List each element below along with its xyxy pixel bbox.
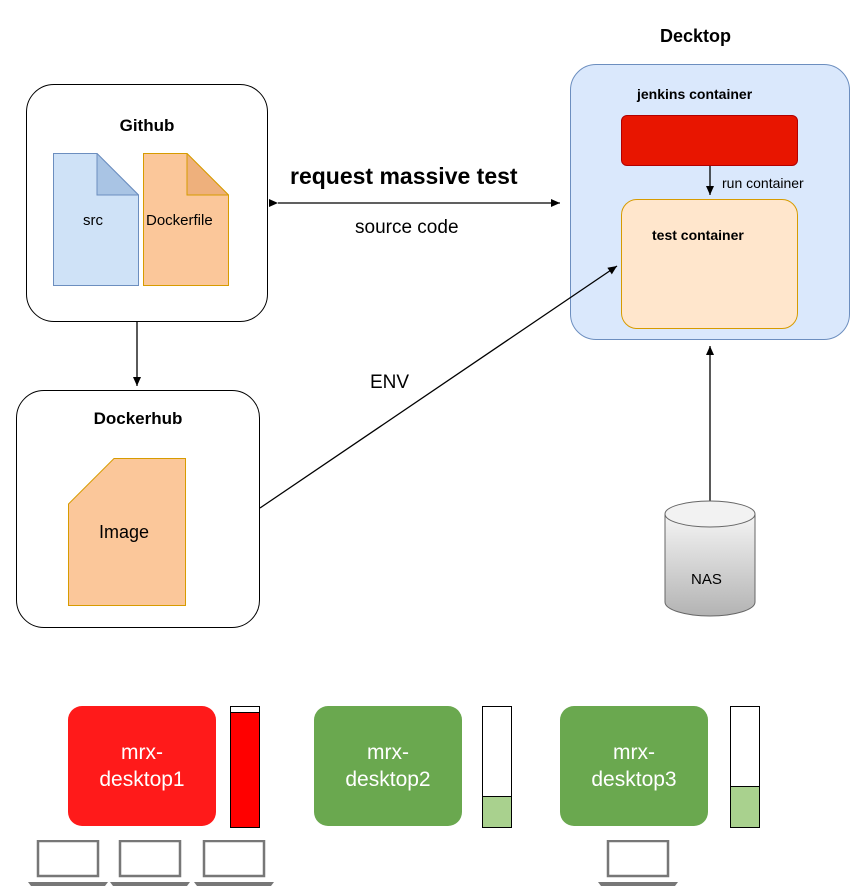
laptop-icon bbox=[194, 840, 274, 886]
dockerfile-file-label: Dockerfile bbox=[146, 212, 213, 229]
machine-desktop3: mrx-desktop3 bbox=[560, 706, 708, 826]
laptop-icon bbox=[598, 840, 678, 886]
desktop-heading: Decktop bbox=[660, 26, 732, 46]
env-arrow bbox=[259, 265, 618, 509]
usage-bar-desktop3 bbox=[730, 706, 760, 828]
dockerfile-file-icon bbox=[143, 153, 229, 286]
dockerhub-title: Dockerhub bbox=[93, 409, 183, 428]
test-container bbox=[621, 199, 798, 329]
src-file-icon bbox=[53, 153, 139, 286]
laptop-icon bbox=[28, 840, 108, 886]
image-file-icon bbox=[68, 458, 186, 606]
source-code-label: source code bbox=[355, 217, 459, 238]
usage-fill-desktop1 bbox=[231, 712, 259, 827]
env-label: ENV bbox=[370, 372, 410, 393]
usage-bar-desktop2 bbox=[482, 706, 512, 828]
machine-name-line1: mrx- bbox=[613, 740, 655, 764]
request-label: request massive test bbox=[290, 163, 518, 189]
usage-bar-desktop1 bbox=[230, 706, 260, 828]
image-label: Image bbox=[99, 522, 150, 542]
jenkins-title: jenkins container bbox=[637, 86, 753, 102]
machine-name-line1: mrx- bbox=[367, 740, 409, 764]
machine-name-line2: desktop1 bbox=[99, 768, 185, 791]
run-container-label: run container bbox=[722, 175, 804, 191]
machine-name-line2: desktop2 bbox=[345, 768, 431, 791]
src-file-label: src bbox=[83, 212, 103, 229]
github-title: Github bbox=[119, 116, 175, 135]
jenkins-container-bar bbox=[621, 115, 798, 166]
machine-name-line2: desktop3 bbox=[591, 768, 677, 791]
usage-fill-desktop3 bbox=[731, 786, 759, 827]
laptop-icon bbox=[110, 840, 190, 886]
usage-fill-desktop2 bbox=[483, 796, 511, 827]
nas-label: NAS bbox=[691, 571, 722, 588]
machine-name-line1: mrx- bbox=[121, 740, 163, 764]
machine-desktop1: mrx-desktop1 bbox=[68, 706, 216, 826]
nas-cylinder-icon bbox=[664, 500, 756, 617]
machine-desktop2: mrx-desktop2 bbox=[314, 706, 462, 826]
test-container-title: test container bbox=[652, 227, 744, 243]
